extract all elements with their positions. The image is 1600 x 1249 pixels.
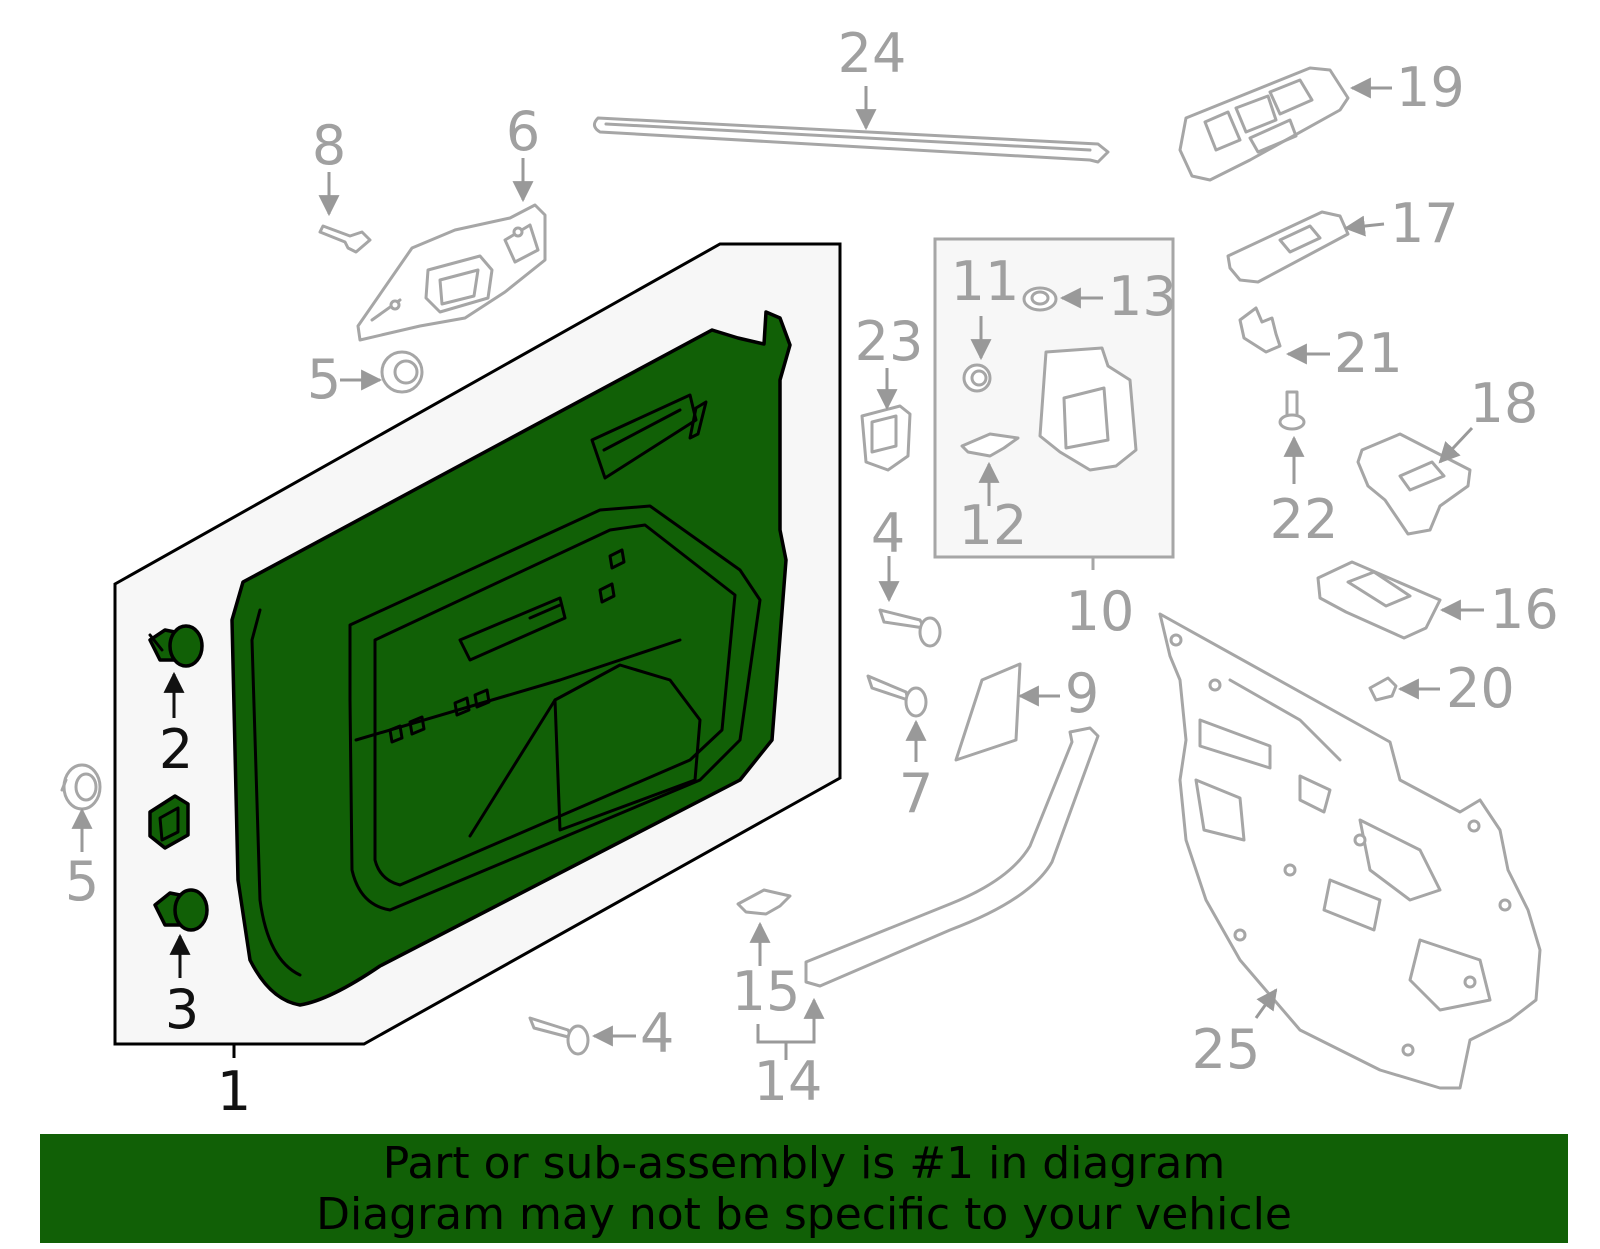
callout-5-top: 5 <box>307 348 341 411</box>
callout-8: 8 <box>312 114 346 177</box>
callout-5-left: 5 <box>65 850 99 913</box>
callout-labels: 1 2 3 4 4 5 5 6 7 8 9 10 11 12 13 14 15 … <box>65 22 1559 1123</box>
callout-24: 24 <box>838 22 907 85</box>
grommet[interactable] <box>148 794 190 850</box>
nut-13[interactable] <box>1022 286 1058 312</box>
callout-7: 7 <box>899 762 933 825</box>
callout-10: 10 <box>1066 580 1135 643</box>
master-window-switch-19[interactable] <box>1178 66 1350 182</box>
watershield-25[interactable] <box>1158 612 1542 1090</box>
bracket-10[interactable] <box>1038 346 1138 472</box>
screw-7[interactable] <box>866 674 928 718</box>
callout-1: 1 <box>217 1060 251 1123</box>
callout-13: 13 <box>1108 265 1177 328</box>
callout-21: 21 <box>1334 322 1403 385</box>
screw-4-lower[interactable] <box>528 1016 590 1056</box>
switch-23[interactable] <box>860 404 912 472</box>
callout-16: 16 <box>1490 578 1559 641</box>
weatherstrip-14[interactable] <box>804 726 1100 988</box>
clip-12[interactable] <box>960 432 1020 458</box>
clip-21[interactable] <box>1238 306 1282 354</box>
callout-18: 18 <box>1470 372 1539 435</box>
callout-17: 17 <box>1390 192 1459 255</box>
grommet-5-top[interactable] <box>380 350 424 394</box>
pad-9[interactable] <box>954 662 1022 762</box>
screw-8[interactable] <box>318 224 372 254</box>
callout-9: 9 <box>1065 662 1099 725</box>
clip-2[interactable] <box>148 624 204 668</box>
switch-bezel-16[interactable] <box>1316 560 1442 640</box>
clip-15[interactable] <box>736 888 792 916</box>
callout-23: 23 <box>855 310 924 373</box>
screw-4-upper[interactable] <box>878 608 942 648</box>
callout-4-lower: 4 <box>640 1002 674 1065</box>
callout-6: 6 <box>506 100 540 163</box>
callout-15: 15 <box>732 960 801 1023</box>
notice-banner: Part or sub-assembly is #1 in diagram Di… <box>40 1134 1568 1243</box>
callout-14: 14 <box>754 1050 823 1113</box>
callout-19: 19 <box>1396 56 1465 119</box>
pin-22[interactable] <box>1278 390 1306 431</box>
callout-12: 12 <box>959 494 1028 557</box>
banner-line-1: Part or sub-assembly is #1 in diagram <box>382 1137 1226 1189</box>
inner-door-handle[interactable] <box>356 203 547 342</box>
door-trim-panel[interactable] <box>230 310 792 1007</box>
callout-25: 25 <box>1192 1018 1261 1081</box>
window-switch-17[interactable] <box>1226 210 1350 284</box>
retainer-11[interactable] <box>962 363 992 393</box>
callout-22: 22 <box>1270 488 1339 551</box>
belt-weatherstrip-24[interactable] <box>593 116 1110 164</box>
callout-4-upper: 4 <box>871 502 905 565</box>
callout-2: 2 <box>159 718 193 781</box>
clip-20[interactable] <box>1368 676 1398 702</box>
clip-3[interactable] <box>153 888 209 932</box>
callout-3: 3 <box>165 978 199 1041</box>
grommet-5-left[interactable] <box>60 763 102 811</box>
leader-lines <box>71 77 1484 1060</box>
callout-11: 11 <box>951 250 1020 313</box>
banner-line-2: Diagram may not be specific to your vehi… <box>316 1188 1292 1240</box>
callout-20: 20 <box>1446 657 1515 720</box>
